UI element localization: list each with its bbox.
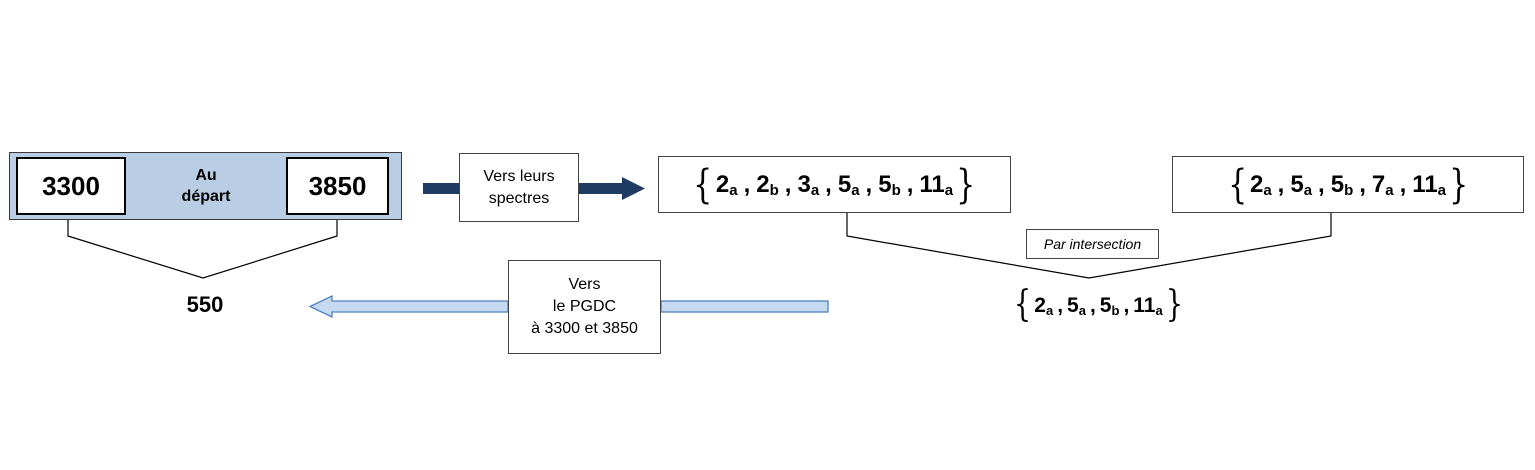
close-brace: }: [1449, 161, 1469, 208]
set-separator: ,: [743, 170, 751, 198]
intersection-bracket-connector: [846, 213, 1332, 279]
set-separator: ,: [865, 170, 873, 198]
number-b-box: 3850: [286, 157, 389, 215]
set-separator: ,: [825, 170, 832, 198]
open-brace: {: [1227, 161, 1247, 208]
open-brace: {: [1014, 284, 1032, 325]
intersection-label: Par intersection: [1026, 229, 1159, 259]
set-separator: ,: [1318, 170, 1325, 198]
gcd-result: 550: [186, 292, 224, 317]
set-separator: ,: [1277, 170, 1285, 198]
close-brace: }: [956, 161, 976, 208]
number-a-box: 3300: [16, 157, 126, 215]
set-separator: ,: [1359, 170, 1366, 198]
set-separator: ,: [1057, 293, 1064, 317]
open-brace: {: [693, 161, 713, 208]
arrow-to-gcd: [308, 294, 829, 319]
set-separator: ,: [784, 170, 792, 198]
close-brace: }: [1165, 284, 1183, 325]
set-separator: ,: [906, 170, 914, 198]
set-separator: ,: [1123, 293, 1130, 317]
start-bracket-connector: [67, 219, 338, 279]
set-separator: ,: [1399, 170, 1407, 198]
set-separator: ,: [1089, 293, 1096, 317]
arrow-to-spectra: [423, 177, 645, 200]
